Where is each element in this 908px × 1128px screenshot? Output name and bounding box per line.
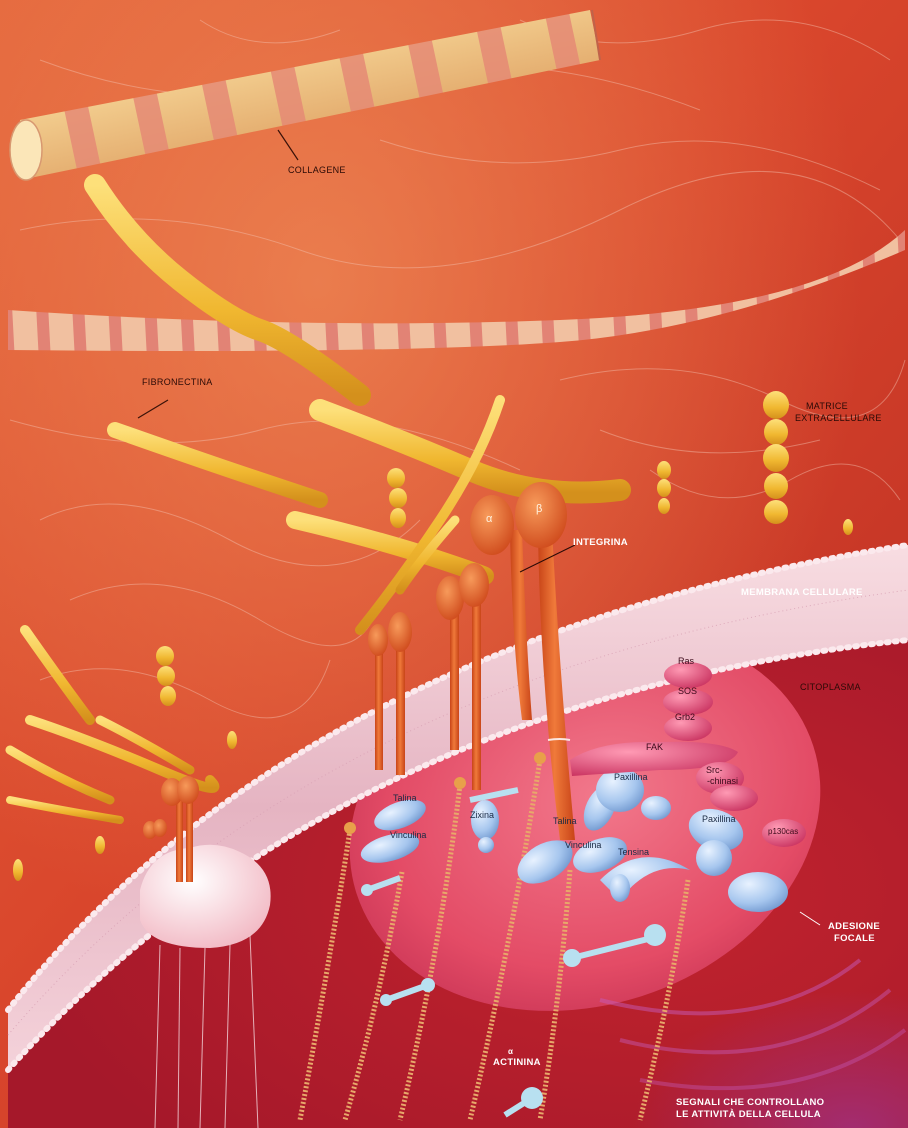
label-focale: FOCALE bbox=[834, 934, 875, 944]
label-paxillina-2: Paxillina bbox=[702, 815, 736, 824]
label-talina-2: Talina bbox=[553, 817, 577, 826]
label-beta: β bbox=[536, 504, 542, 516]
label-fak: FAK bbox=[646, 743, 663, 752]
label-actinina-alpha: α bbox=[508, 1048, 513, 1056]
label-membrana-cellulare: MEMBRANA CELLULARE bbox=[741, 588, 863, 598]
label-citoplasma: CITOPLASMA bbox=[800, 683, 861, 692]
label-fibronectina: FIBRONECTINA bbox=[142, 378, 213, 387]
label-vinculina-2: Vinculina bbox=[565, 841, 601, 850]
label-talina-1: Talina bbox=[393, 794, 417, 803]
label-segnali-line2: LE ATTIVITÀ DELLA CELLULA bbox=[676, 1110, 821, 1120]
label-adesione: ADESIONE bbox=[828, 922, 880, 932]
label-tensina: Tensina bbox=[618, 848, 649, 857]
label-extracellulare: EXTRACELLULARE bbox=[795, 414, 882, 423]
label-integrina: INTEGRINA bbox=[573, 538, 628, 548]
label-actinina: ACTININA bbox=[493, 1058, 541, 1068]
label-zixina: Zixina bbox=[470, 811, 494, 820]
label-sos: SOS bbox=[678, 687, 697, 696]
label-ras: Ras bbox=[678, 657, 694, 666]
label-src: Src- bbox=[706, 766, 723, 775]
label-alpha: α bbox=[486, 514, 492, 526]
label-p130cas: p130cas bbox=[768, 828, 798, 836]
label-grb2: Grb2 bbox=[675, 713, 695, 722]
label-vinculina-1: Vinculina bbox=[390, 831, 426, 840]
label-paxillina-1: Paxillina bbox=[614, 773, 648, 782]
label-matrice: MATRICE bbox=[806, 402, 848, 411]
label-segnali-line1: SEGNALI CHE CONTROLLANO bbox=[676, 1098, 824, 1108]
label-collagene: COLLAGENE bbox=[288, 166, 346, 175]
label-chinasi: -chinasi bbox=[707, 777, 738, 786]
